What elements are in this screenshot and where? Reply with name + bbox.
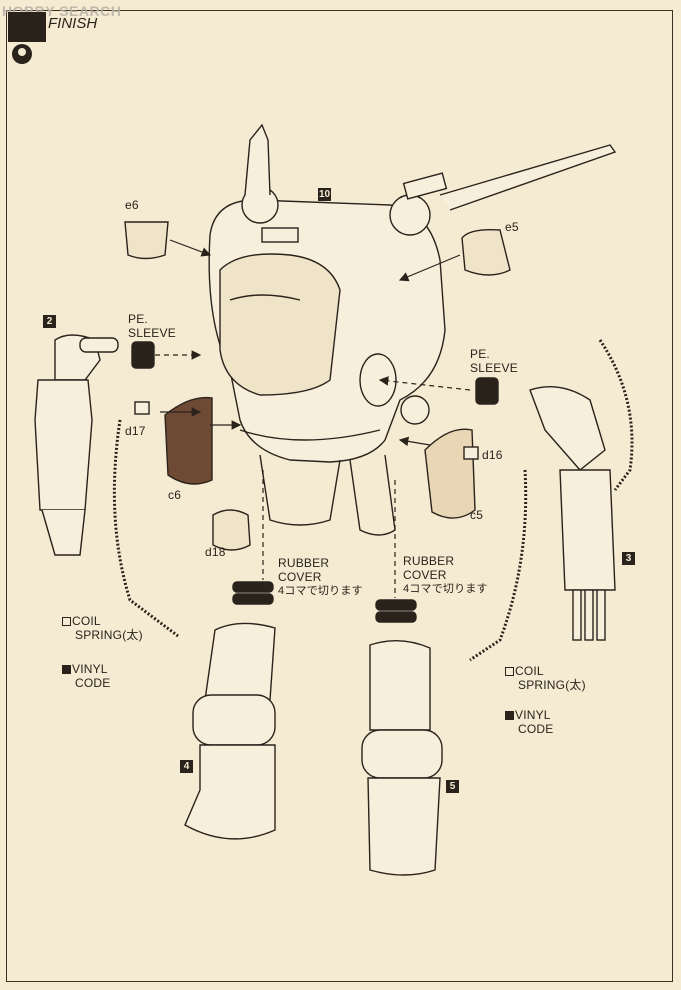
part-number-leg-right: 5 [446,780,459,793]
label-e5: e5 [505,220,519,234]
vinyl-label-left: VINYL [62,662,108,676]
open-square-icon [62,617,71,626]
body-shell [208,186,446,536]
label-rubber-right-3: 4コマで切ります [403,583,488,595]
label-pe-sleeve-right-1: PE. [470,347,490,361]
step-number-box [8,12,46,42]
filled-square-icon [62,665,71,674]
label-rubber-left-3: 4コマで切ります [278,585,363,597]
label-d17: d17 [125,424,146,438]
label-pe-sleeve-left-1: PE. [128,312,148,326]
label-e6: e6 [125,198,139,212]
coil-label-left: COIL [62,614,101,628]
label-c6: c6 [168,488,182,502]
page-border [6,10,673,982]
label-rubber-left-2: COVER [278,570,322,584]
label-rubber-right-1: RUBBER [403,554,455,568]
part-number-arm-left: 2 [43,315,56,328]
label-pe-sleeve-right-2: SLEEVE [470,361,518,375]
label-coil-left-2: SPRING(太) [75,628,143,642]
label-d18: d18 [205,545,226,559]
label-d16: d16 [482,448,503,462]
label-vinyl-left-2: CODE [75,676,111,690]
filled-square-icon [505,711,514,720]
label-rubber-left-1: RUBBER [278,556,330,570]
label-rubber-right-2: COVER [403,568,447,582]
label-vinyl-right-2: CODE [518,722,554,736]
open-square-icon [505,667,514,676]
part-number-leg-left: 4 [180,760,193,773]
step-title: FINISH [48,15,98,32]
label-coil-right-2: SPRING(太) [518,678,586,692]
label-c5: c5 [470,508,484,522]
label-pe-sleeve-left-2: SLEEVE [128,326,176,340]
part-number-body: 10 [318,188,331,201]
vinyl-label-right: VINYL [505,708,551,722]
person-icon [12,44,32,64]
part-number-arm-right: 3 [622,552,635,565]
coil-label-right: COIL [505,664,544,678]
